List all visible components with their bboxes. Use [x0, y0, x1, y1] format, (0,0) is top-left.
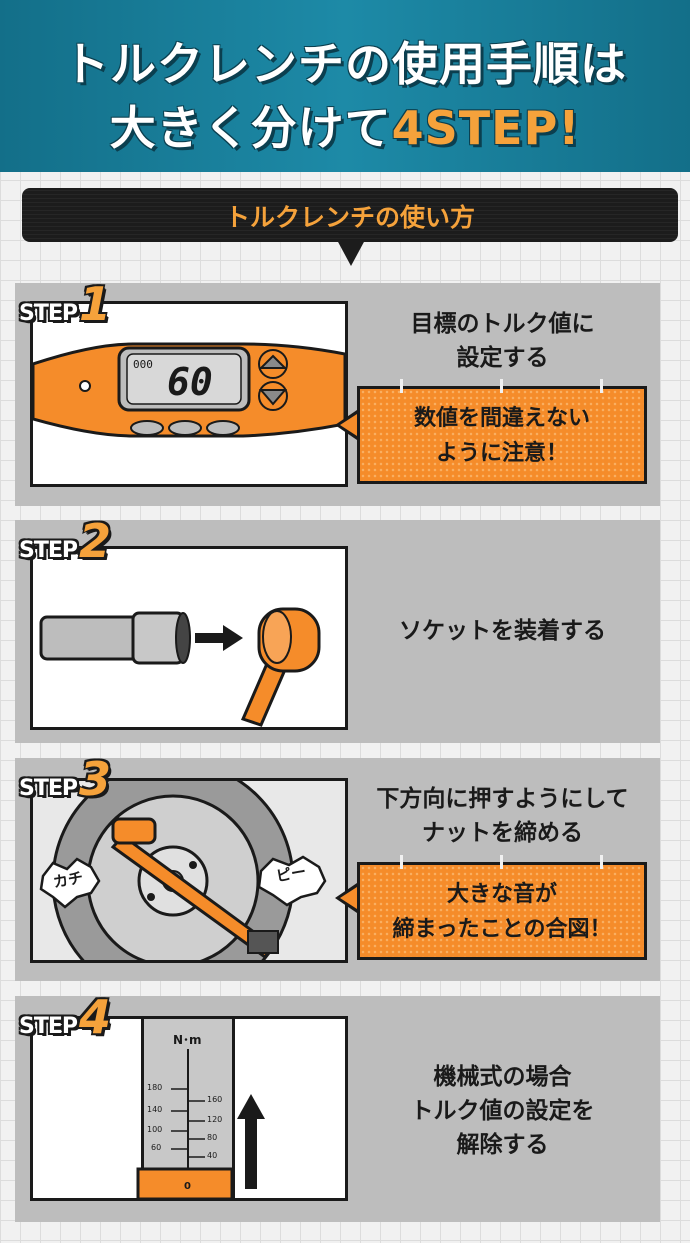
banner-pointer — [337, 240, 365, 266]
step-2-panel: STEP2 ソケットを装着する — [15, 514, 660, 743]
callout-line: 締まったことの合図！ — [392, 917, 612, 942]
step-2-description: ソケットを装着する — [360, 614, 645, 648]
description-line: 目標のトルク値に — [410, 311, 595, 337]
step-number: 1 — [79, 277, 111, 331]
step-number: 3 — [79, 752, 111, 806]
step-1-illustration: 000 60 — [30, 301, 348, 487]
callout-pointer — [335, 410, 357, 440]
step-2-badge: STEP2 — [19, 514, 111, 568]
description-line: 解除する — [456, 1132, 549, 1158]
header-title-line1: トルクレンチの使用手順は — [63, 37, 627, 91]
gauge-zero: 0 — [184, 1181, 191, 1192]
gauge-tick-left: 60 — [151, 1143, 162, 1152]
header: トルクレンチの使用手順は 大きく分けて4STEP! — [0, 0, 690, 172]
gauge-tick-left: 180 — [147, 1083, 163, 1092]
gauge-tick-left: 100 — [147, 1125, 163, 1134]
step-label: STEP — [19, 776, 78, 801]
step-1-panel: 000 60 STEP1 目標のトルク値に 設定する 数値を間違えない ように注… — [15, 277, 660, 506]
socket-attach-icon — [39, 607, 321, 727]
gauge-tick-left: 140 — [147, 1105, 163, 1114]
description-line: 機械式の場合 — [433, 1064, 572, 1090]
step-number: 4 — [79, 990, 111, 1044]
step-3-callout: 大きな音が 締まったことの合図！ — [357, 855, 647, 960]
step-label: STEP — [19, 301, 78, 326]
description-line: 設定する — [456, 345, 549, 371]
callout-pointer — [335, 883, 357, 913]
step-3-badge: STEP3 — [19, 752, 111, 806]
display-small-readout: 000 — [133, 358, 153, 371]
gauge-unit: N･m — [173, 1033, 202, 1047]
gauge-tick-right: 40 — [207, 1151, 218, 1160]
step-3-illustration: カチ ピー — [30, 778, 348, 963]
callout-line: 数値を間違えない — [413, 406, 590, 431]
gauge-scale-icon — [136, 1049, 265, 1198]
step-3-panel: カチ ピー STEP3 下方向に押すようにして ナットを締める 大きな音が 締ま… — [15, 752, 660, 981]
section-banner: トルクレンチの使い方 — [22, 188, 678, 242]
description-line: トルク値の設定を — [410, 1098, 595, 1124]
step-label: STEP — [19, 538, 78, 563]
gauge-tick-right: 80 — [207, 1133, 218, 1142]
step-1-description: 目標のトルク値に 設定する — [360, 307, 645, 375]
description-line: ソケットを装着する — [399, 618, 606, 644]
callout-line: 大きな音が — [446, 882, 557, 907]
callout-line: ように注意！ — [435, 441, 568, 466]
step-4-panel: N･m 180 140 100 60 160 120 80 40 0 STEP4… — [15, 990, 660, 1222]
step-4-illustration: N･m 180 140 100 60 160 120 80 40 0 — [30, 1016, 348, 1201]
gauge-tick-right: 160 — [207, 1095, 223, 1104]
gauge-tick-right: 120 — [207, 1115, 223, 1124]
section-banner-label: トルクレンチの使い方 — [224, 203, 475, 232]
header-title-line2: 大きく分けて4STEP! — [0, 92, 690, 158]
header-title-accent: 4STEP! — [391, 101, 581, 155]
step-2-illustration — [30, 546, 348, 730]
display-value: 60 — [167, 360, 213, 404]
torque-wrench-digital-icon — [33, 342, 345, 438]
step-1-callout: 数値を間違えない ように注意！ — [357, 379, 647, 484]
description-line: 下方向に押すようにして — [376, 786, 629, 812]
step-label: STEP — [19, 1014, 78, 1039]
description-line: ナットを締める — [422, 820, 583, 846]
step-1-badge: STEP1 — [19, 277, 111, 331]
step-3-description: 下方向に押すようにして ナットを締める — [350, 782, 655, 850]
wheel-tightening-icon — [33, 781, 345, 960]
step-4-badge: STEP4 — [19, 990, 111, 1044]
step-4-description: 機械式の場合 トルク値の設定を 解除する — [360, 1060, 645, 1162]
step-number: 2 — [79, 514, 111, 568]
header-title-main: 大きく分けて — [109, 101, 392, 155]
